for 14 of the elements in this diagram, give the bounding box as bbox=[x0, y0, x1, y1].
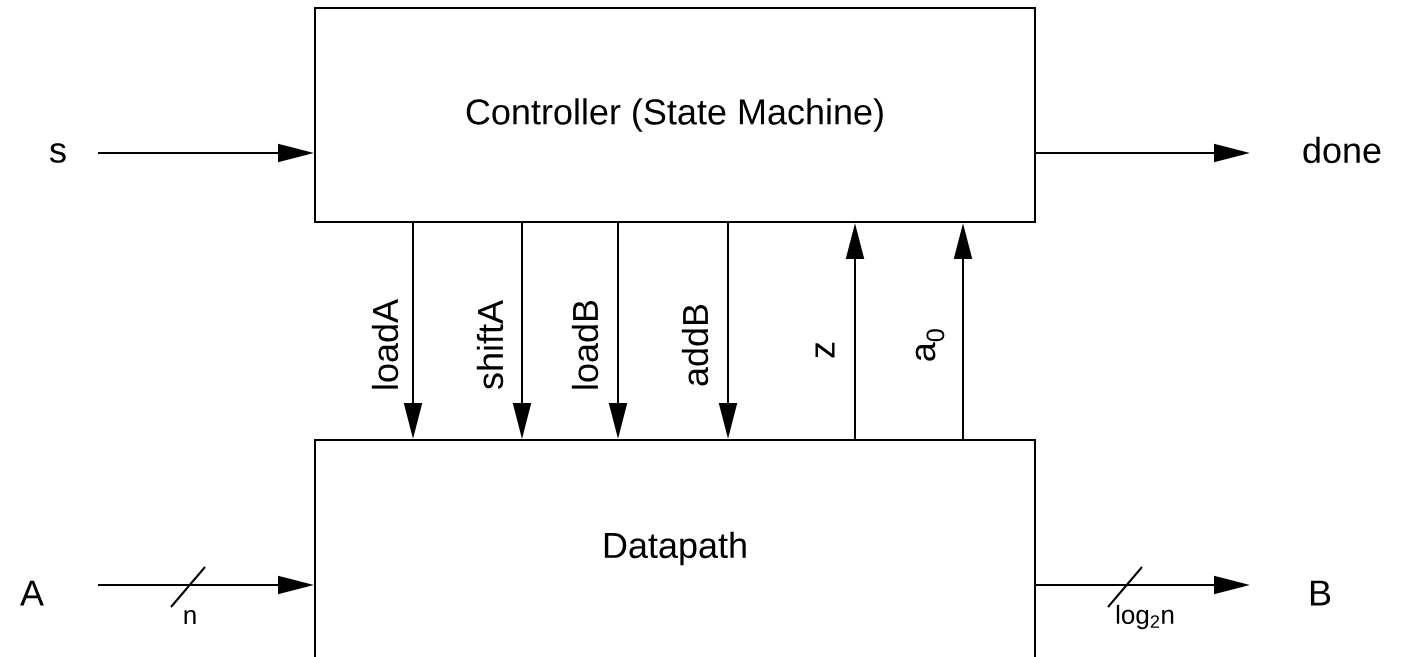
signal-name: done bbox=[1303, 136, 1381, 164]
signal-name: B bbox=[1310, 580, 1331, 606]
signal-name: A bbox=[20, 580, 44, 606]
edge-label: loadA bbox=[371, 299, 399, 389]
edge-label: shiftA bbox=[476, 300, 504, 389]
block-box: Datapath bbox=[314, 439, 1036, 657]
signal-name: s bbox=[50, 143, 66, 163]
edge-label: n bbox=[184, 610, 196, 624]
edge-label: log$_{2}$n bbox=[1116, 604, 1174, 630]
block-box: Controller (State Machine) bbox=[314, 7, 1036, 223]
edge-label: addB bbox=[681, 304, 709, 386]
edge-label: a$_{0}$ bbox=[915, 329, 945, 361]
edge-label: loadB bbox=[571, 300, 599, 389]
edge-label: z bbox=[815, 342, 835, 358]
